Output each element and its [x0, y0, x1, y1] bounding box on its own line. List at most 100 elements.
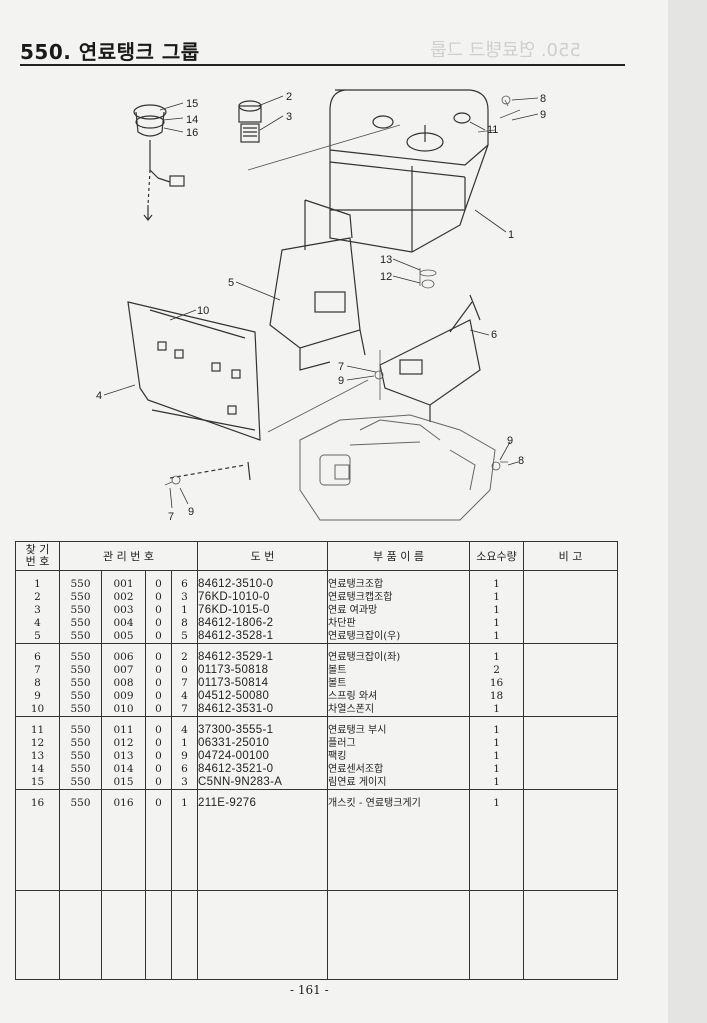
- cell-a: 550: [59, 797, 102, 810]
- cell-c: 0: [145, 617, 172, 630]
- callout-14: 14: [186, 114, 198, 126]
- cell-c: 0: [145, 578, 172, 591]
- header-part-name: 부 품 이 름: [327, 541, 471, 571]
- scan-edge: [668, 0, 707, 1023]
- cell-d: 8: [170, 617, 199, 630]
- cell-c: 0: [145, 604, 172, 617]
- cell-no: 16: [15, 797, 60, 810]
- cell-d: 5: [170, 630, 199, 644]
- cell-d: 3: [170, 591, 199, 604]
- cell-remarks: [523, 664, 619, 677]
- cell-dwg: 84612-3521-0: [197, 763, 329, 776]
- cell-b: 014: [101, 763, 146, 776]
- cell-a: 550: [59, 604, 102, 617]
- cell-d: 9: [170, 750, 199, 763]
- header-mgmt-no: 관 리 번 호: [58, 541, 199, 571]
- fuel-tank-part: [329, 89, 489, 253]
- cell-remarks: [523, 737, 619, 750]
- cell-name: 연료탱크잡이(좌): [327, 651, 471, 664]
- cell-b: 005: [101, 630, 146, 644]
- cell-a: 550: [59, 591, 102, 604]
- title-divider: [20, 64, 625, 66]
- cell-remarks: [523, 690, 619, 703]
- cell-no: 3: [15, 604, 60, 617]
- cell-dwg: 84612-3529-1: [197, 651, 329, 664]
- cell-a: 550: [59, 750, 102, 763]
- cell-name: 연료탱크 부시: [327, 724, 471, 737]
- cell-qty: 1: [469, 578, 525, 591]
- cell-qty: 1: [469, 724, 525, 737]
- cell-qty: 1: [469, 797, 525, 810]
- cell-d: 1: [170, 604, 199, 617]
- cell-b: 007: [101, 664, 146, 677]
- callout-13: 13: [380, 254, 392, 266]
- cell-remarks: [523, 703, 619, 717]
- cell-no: 12: [15, 737, 60, 750]
- table-spacer-row: [15, 789, 619, 797]
- cell-b: 003: [101, 604, 146, 617]
- cell-a: 550: [59, 664, 102, 677]
- table-spacer-row: [15, 810, 619, 891]
- callout-1: 1: [508, 229, 514, 241]
- cell-qty: 1: [469, 763, 525, 776]
- table-spacer-row: [15, 716, 619, 724]
- cell-no: 11: [15, 724, 60, 737]
- cell-b: 002: [101, 591, 146, 604]
- cell-remarks: [523, 630, 619, 644]
- cell-c: 0: [145, 703, 172, 717]
- callout-3: 3: [286, 111, 292, 123]
- cell-remarks: [523, 776, 619, 790]
- cell-a: 550: [59, 677, 102, 690]
- callout-7: 7: [338, 361, 344, 373]
- cell-qty: 1: [469, 591, 525, 604]
- cell-no: 14: [15, 763, 60, 776]
- cell-c: 0: [145, 664, 172, 677]
- cell-no: 8: [15, 677, 60, 690]
- cell-a: 550: [59, 690, 102, 703]
- tank-bracket-right: [269, 199, 366, 371]
- cell-a: 550: [59, 737, 102, 750]
- cell-remarks: [523, 651, 619, 664]
- cell-a: 550: [59, 651, 102, 664]
- cell-c: 0: [145, 750, 172, 763]
- cell-remarks: [523, 591, 619, 604]
- cell-c: 0: [145, 677, 172, 690]
- table-spacer-row: [15, 890, 619, 980]
- cell-b: 004: [101, 617, 146, 630]
- cell-remarks: [523, 750, 619, 763]
- cell-name: 플러그: [327, 737, 471, 750]
- cell-dwg: 84612-3528-1: [197, 630, 329, 644]
- cell-no: 13: [15, 750, 60, 763]
- cell-remarks: [523, 578, 619, 591]
- table-spacer-row: [15, 570, 619, 578]
- cell-b: 008: [101, 677, 146, 690]
- cell-a: 550: [59, 630, 102, 644]
- cell-remarks: [523, 797, 619, 810]
- cell-dwg: 84612-3531-0: [197, 703, 329, 717]
- callout-16: 16: [186, 127, 198, 139]
- cell-qty: 2: [469, 664, 525, 677]
- cell-no: 9: [15, 690, 60, 703]
- callout-11: 11: [487, 124, 498, 136]
- cell-no: 1: [15, 578, 60, 591]
- cell-name: 팩킹: [327, 750, 471, 763]
- cell-dwg: 01173-50814: [197, 677, 329, 690]
- cell-c: 0: [145, 591, 172, 604]
- exploded-parts-diagram: 15 14 16 2 3 8 9 11 1 13 12 5 10 6 4 7 9…: [96, 89, 546, 523]
- cell-qty: 16: [469, 677, 525, 690]
- cell-name: 볼트: [327, 664, 471, 677]
- cell-remarks: [523, 604, 619, 617]
- cell-c: 0: [145, 737, 172, 750]
- cell-name: 연료센서조합: [327, 763, 471, 776]
- callout-8: 8: [540, 93, 546, 105]
